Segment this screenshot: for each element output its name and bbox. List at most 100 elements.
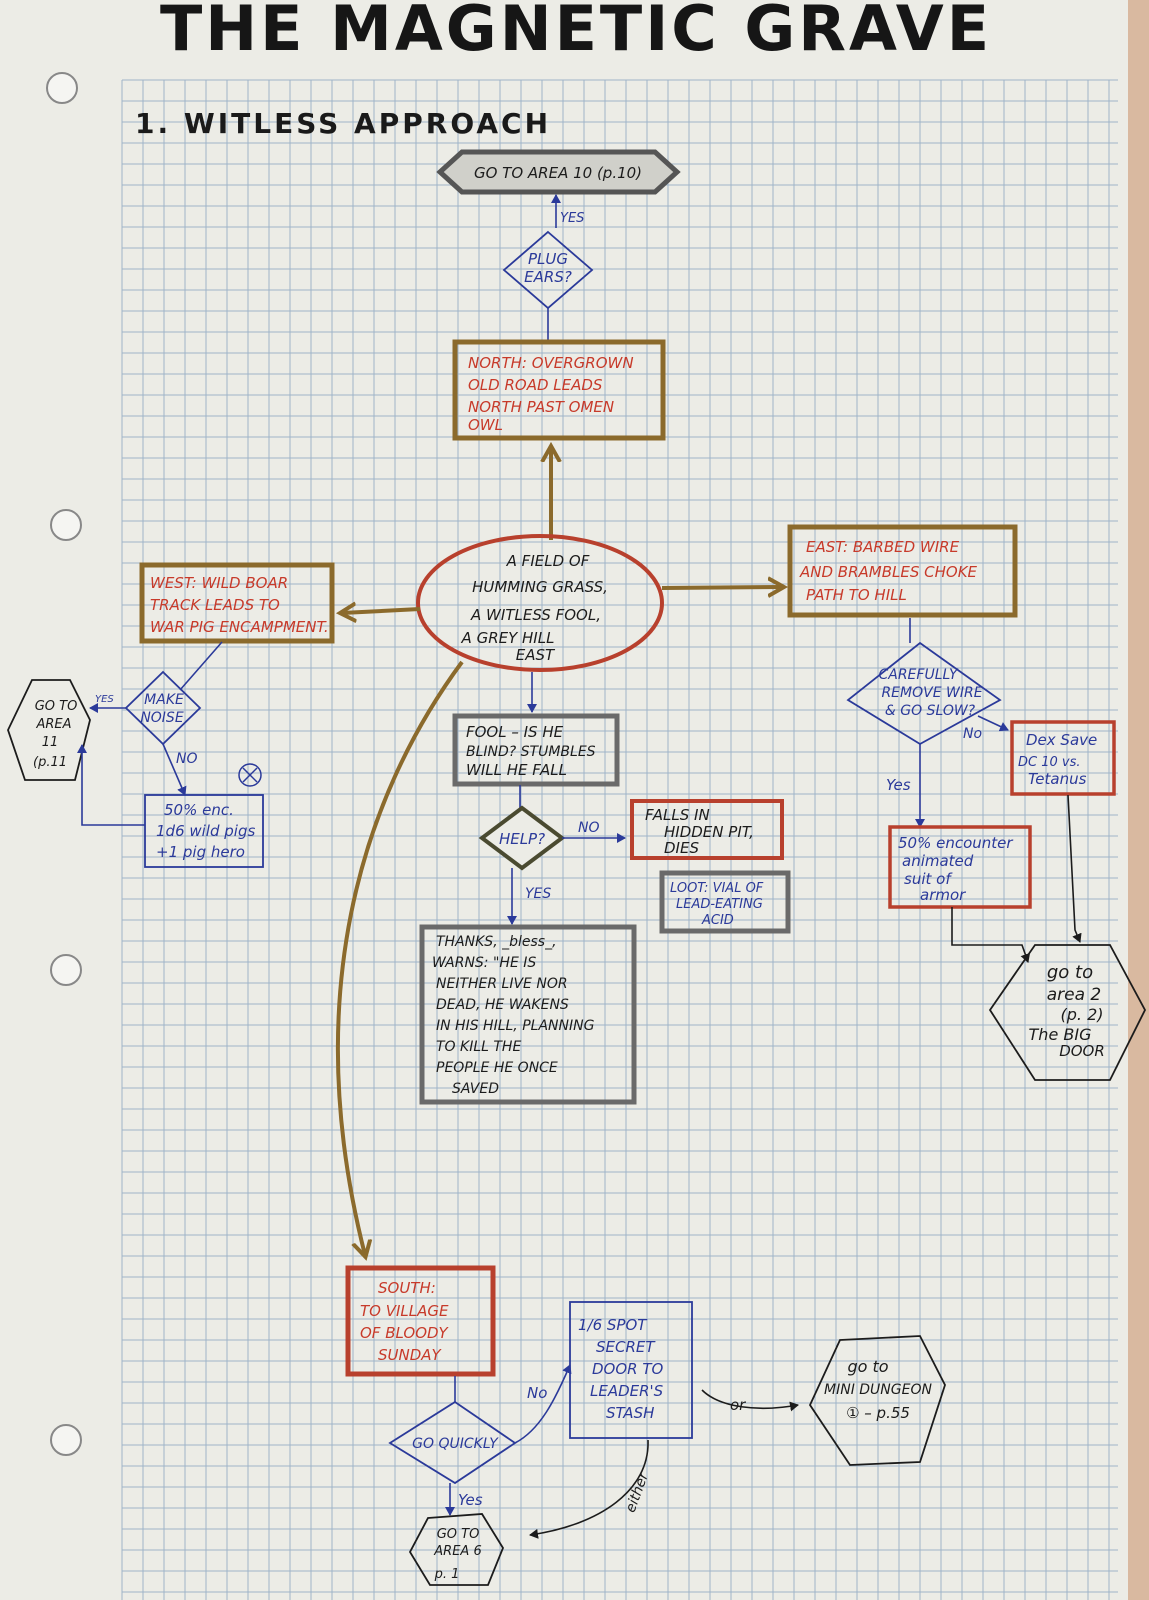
thanks-warning-box: THANKS, _bless_, WARNS: "HE IS NEITHER L…: [419, 924, 637, 1105]
svg-text:A WITLESS FOOL,: A WITLESS FOOL,: [470, 606, 601, 624]
hidden-pit-box: FALLS IN HIDDEN PIT, DIES: [630, 799, 784, 860]
svg-text:ACID: ACID: [701, 913, 734, 928]
svg-text:1/6 SPOT: 1/6 SPOT: [578, 1316, 648, 1334]
svg-text:50% enc.: 50% enc.: [164, 801, 234, 819]
svg-text:LEAD-EATING: LEAD-EATING: [676, 897, 763, 912]
svg-text:IN HIS HILL, PLANNING: IN HIS HILL, PLANNING: [436, 1018, 595, 1034]
svg-text:DC 10 vs.: DC 10 vs.: [1018, 755, 1081, 770]
svg-text:(p. 2): (p. 2): [1061, 1005, 1104, 1024]
svg-text:DOOR TO: DOOR TO: [592, 1360, 664, 1378]
svg-text:THANKS, _bless_,: THANKS, _bless_,: [436, 934, 557, 950]
arrow-armor-to-area-2: [951, 907, 1031, 963]
svg-text:CAREFULLY: CAREFULLY: [878, 667, 958, 683]
svg-text:1d6 wild pigs: 1d6 wild pigs: [156, 822, 255, 840]
svg-text:FOOL – IS HE: FOOL – IS HE: [466, 723, 564, 741]
svg-text:REMOVE WIRE: REMOVE WIRE: [881, 685, 982, 701]
svg-text:animated: animated: [902, 852, 974, 870]
svg-text:GO TO: GO TO: [35, 699, 78, 714]
start-node-field: A FIELD OF HUMMING GRASS, A WITLESS FOOL…: [416, 534, 664, 672]
svg-text:WILL HE FALL: WILL HE FALL: [466, 761, 567, 779]
svg-text:BLIND? STUMBLES: BLIND? STUMBLES: [466, 744, 596, 760]
svg-text:HIDDEN PIT,: HIDDEN PIT,: [664, 823, 754, 841]
svg-text:WAR PIG ENCAMPMENT.: WAR PIG ENCAMPMENT.: [150, 618, 329, 636]
arrow-noise-no: [162, 743, 187, 796]
svg-text:DEAD, HE WAKENS: DEAD, HE WAKENS: [436, 997, 569, 1013]
dex-save-box: Dex Save DC 10 vs. Tetanus: [1010, 720, 1116, 796]
page-title: THE MAGNETIC GRAVE: [160, 0, 992, 65]
section-heading: 1. WITLESS APPROACH: [135, 107, 551, 140]
svg-text:TRACK LEADS TO: TRACK LEADS TO: [150, 596, 280, 614]
svg-text:Dex Save: Dex Save: [1026, 731, 1097, 749]
wild-pigs-encounter-box: 50% enc. 1d6 wild pigs +1 pig hero: [144, 794, 264, 868]
svg-text:PLUG: PLUG: [528, 250, 568, 268]
help-decision: HELP?: [478, 805, 566, 871]
svg-text:GO TO: GO TO: [437, 1527, 480, 1542]
svg-text:OWL: OWL: [468, 416, 503, 434]
svg-text:OF BLOODY: OF BLOODY: [360, 1324, 450, 1342]
mini-dungeon-node: go to MINI DUNGEON ① – p.55: [808, 1335, 946, 1466]
go-area-6-node: GO TO AREA 6 p. 1: [408, 1513, 505, 1586]
svg-text:OLD ROAD LEADS: OLD ROAD LEADS: [468, 376, 603, 394]
svg-text:LOOT: VIAL OF: LOOT: VIAL OF: [670, 881, 764, 896]
svg-text:WEST: WILD BOAR: WEST: WILD BOAR: [150, 574, 288, 592]
svg-text:SAVED: SAVED: [452, 1081, 499, 1097]
quickly-no-label: No: [527, 1384, 547, 1402]
svg-text:SOUTH:: SOUTH:: [378, 1279, 436, 1297]
arrow-dex-to-area-2: [1067, 794, 1082, 943]
svg-text:NOISE: NOISE: [140, 710, 184, 726]
svg-text:(p.11: (p.11: [33, 755, 67, 770]
svg-text:AND BRAMBLES CHOKE: AND BRAMBLES CHOKE: [799, 563, 978, 581]
svg-text:SUNDAY: SUNDAY: [378, 1346, 443, 1364]
loot-box: LOOT: VIAL OF LEAD-EATING ACID: [659, 870, 791, 934]
svg-text:SECRET: SECRET: [596, 1338, 656, 1356]
arrow-secret-or-mini: [701, 1389, 799, 1412]
south-option-box: SOUTH: TO VILLAGE OF BLOODY SUNDAY: [345, 1265, 496, 1377]
svg-text:HELP?: HELP?: [499, 830, 545, 848]
go-area-2-node: go to area 2 (p. 2) The BIG DOOR: [988, 944, 1147, 1081]
svg-text:Tetanus: Tetanus: [1028, 770, 1087, 788]
svg-text:GO QUICKLY: GO QUICKLY: [412, 1436, 499, 1452]
wire-yes-label: Yes: [886, 776, 911, 794]
svg-text:AREA: AREA: [35, 717, 71, 732]
svg-text:DIES: DIES: [664, 839, 699, 857]
noise-yes-label: YES: [95, 694, 114, 705]
arrow-pigs-to-area-11: [77, 744, 145, 826]
svg-text:TO VILLAGE: TO VILLAGE: [360, 1302, 449, 1320]
arrow-start-to-south: [336, 660, 464, 1255]
go-quickly-decision: GO QUICKLY: [388, 1400, 517, 1485]
quickly-yes-label: Yes: [458, 1491, 483, 1509]
west-option-box: WEST: WILD BOAR TRACK LEADS TO WAR PIG E…: [139, 562, 335, 644]
make-noise-decision: MAKE NOISE: [124, 670, 202, 746]
punch-hole: [46, 72, 78, 104]
east-option-box: EAST: BARBED WIRE AND BRAMBLES CHOKE PAT…: [787, 524, 1018, 618]
svg-text:50% encounter: 50% encounter: [898, 834, 1013, 852]
arrow-wire-no: [977, 715, 1009, 732]
svg-text:EARS?: EARS?: [524, 268, 572, 286]
svg-text:① – p.55: ① – p.55: [846, 1404, 910, 1422]
svg-text:MAKE: MAKE: [144, 692, 184, 708]
help-no-label: NO: [578, 820, 600, 836]
svg-text:go to: go to: [847, 1357, 888, 1376]
svg-text:A FIELD OF: A FIELD OF: [506, 552, 590, 570]
arrow-start-to-east: [661, 587, 782, 588]
plug-ears-yes-label: YES: [560, 211, 584, 226]
help-yes-label: YES: [525, 886, 551, 902]
connector-west-to-noise: [179, 641, 223, 691]
fool-box: FOOL – IS HE BLIND? STUMBLES WILL HE FAL…: [452, 713, 620, 787]
svg-text:NORTH: OVERGROWN: NORTH: OVERGROWN: [468, 354, 634, 372]
svg-text:PATH TO HILL: PATH TO HILL: [806, 586, 907, 604]
svg-text:WARNS: "HE IS: WARNS: "HE IS: [432, 955, 536, 971]
svg-text:AREA 6: AREA 6: [433, 1544, 481, 1559]
svg-text:FALLS IN: FALLS IN: [645, 806, 710, 824]
animated-armor-encounter-box: 50% encounter animated suit of armor: [888, 825, 1032, 909]
or-label: or: [730, 1396, 746, 1414]
wire-no-label: No: [963, 726, 982, 742]
svg-text:EAST: EAST: [516, 646, 556, 664]
north-option-box: NORTH: OVERGROWN OLD ROAD LEADS NORTH PA…: [452, 339, 666, 441]
svg-text:& GO SLOW?: & GO SLOW?: [885, 703, 976, 719]
svg-text:STASH: STASH: [606, 1404, 654, 1422]
go-area-11-node: GO TO AREA 11 (p.11: [7, 679, 91, 781]
svg-text:PEOPLE HE ONCE: PEOPLE HE ONCE: [436, 1060, 558, 1076]
